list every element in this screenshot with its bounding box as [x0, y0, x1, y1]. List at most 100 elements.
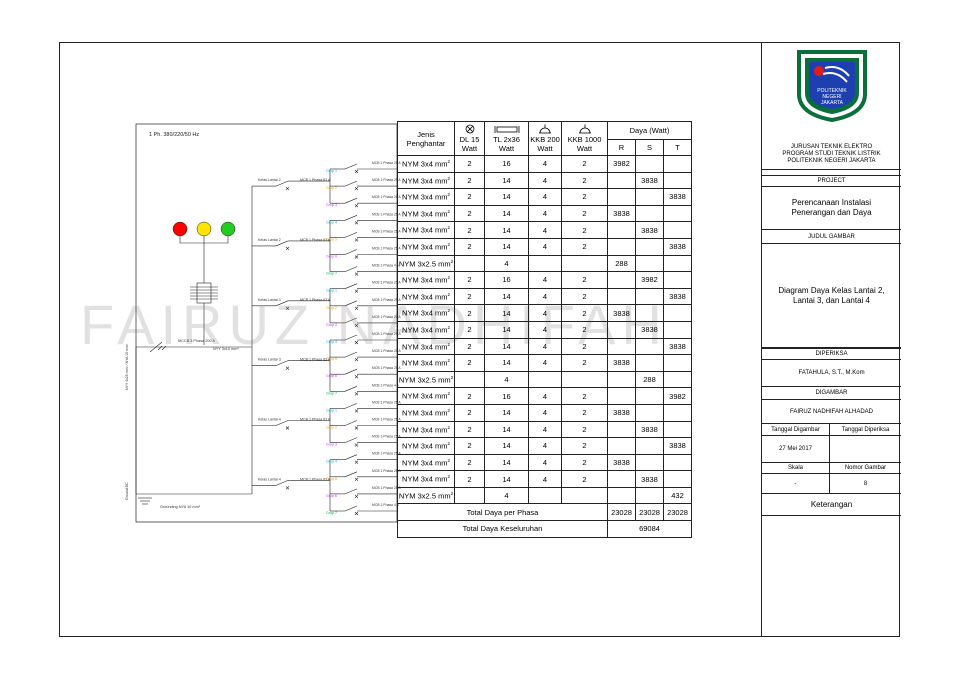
cell-s: [635, 337, 664, 356]
cell-s: [635, 453, 664, 472]
cell-kkb1000: 2: [561, 320, 608, 339]
cell-dl: 2: [454, 354, 485, 372]
cell-cable: NYM 3x4 mm2: [397, 271, 455, 289]
institution-line-2: PROGRAM STUDI TEKNIK LISTRIK: [782, 151, 881, 157]
cell-tl: 4: [484, 486, 529, 505]
cell-r: [607, 320, 636, 339]
superscript-2: 2: [447, 324, 450, 330]
cell-kkb1000: 2: [561, 155, 608, 173]
cell-dl: [454, 370, 485, 389]
polytechnic-logo: POLITEKNIK NEGERI JAKARTA: [796, 50, 867, 122]
cell-kkb200: 4: [528, 271, 562, 289]
branch-mcb-icon: [344, 215, 358, 221]
scale-labels-row: Skala Nomor Gambar: [762, 463, 901, 474]
branch-mcb-label: MCB 1 Phasa 25 A: [372, 229, 401, 233]
cable-type: NYM 3x4 mm: [402, 209, 448, 219]
breaker-cross: [354, 272, 359, 276]
breaker-cross: [354, 494, 359, 499]
branch-mcb-icon: [344, 437, 358, 443]
project-value: Perencanaan Instalasi Penerangan dan Day…: [762, 187, 901, 230]
cell-s: 288: [635, 370, 664, 389]
group-label: Grup 1: [326, 408, 337, 412]
group-label: Grup 1: [326, 289, 337, 293]
kelas-label: Kelas Lantai 4: [258, 418, 281, 422]
branch-mcb-label: MCB 1 Phasa 25 A: [372, 452, 401, 456]
cell-kkb200: 4: [528, 304, 562, 322]
cable-type: NYM 3x4 mm: [402, 441, 448, 451]
kelas-label: Kelas Lantai 3: [258, 358, 281, 362]
lamp-icon: [465, 124, 474, 134]
cell-t: [663, 254, 692, 273]
branch-mcb-icon: [344, 488, 358, 495]
cell-cable: NYM 3x2.5 mm2: [397, 254, 455, 273]
cell-tl: 16: [484, 155, 529, 173]
cell-r: [607, 271, 636, 289]
cell-tl: 14: [484, 204, 529, 223]
cell-tl: 16: [484, 271, 529, 289]
cell-dl: 2: [454, 403, 485, 422]
kelas-label: Kelas Lantai 2: [258, 238, 281, 242]
header-dl: DL 15 Watt: [454, 121, 485, 156]
panel-mcb-icon: [275, 420, 289, 426]
cell-tl: 14: [484, 337, 529, 356]
group-label: Grup 2: [326, 426, 337, 430]
cable-type: NYM 3x4 mm: [402, 458, 448, 468]
cell-kkb200: [528, 370, 562, 389]
header-kkb1000-label: KKB 1000 Watt: [567, 135, 602, 153]
cell-dl: 2: [454, 337, 485, 356]
branch-mcb-label: MCB 1 Phasa 25 A: [372, 332, 401, 336]
tgl-diperiksa-label: Tanggal Diperiksa: [841, 426, 890, 433]
breaker-cross: [354, 238, 359, 242]
header-kkb200: KKB 200 Watt: [528, 121, 562, 156]
cell-cable: NYM 3x4 mm2: [397, 287, 455, 306]
cell-kkb200: 4: [528, 337, 562, 356]
cell-t: 3838: [663, 437, 692, 455]
cell-kkb200: 4: [528, 204, 562, 223]
cable-type: NYM 3x2.5 mm: [398, 259, 451, 269]
project-label: PROJECT: [762, 175, 901, 187]
breaker-cross: [285, 366, 290, 370]
cell-kkb1000: 2: [561, 437, 608, 455]
branch-mcb-label: MCB 1 Phasa 4 A: [372, 503, 400, 507]
group-label: Grup 4: [326, 340, 337, 344]
cell-tl: 14: [484, 188, 529, 206]
cell-kkb1000: 2: [561, 420, 608, 439]
cell-r: [607, 370, 636, 389]
cell-s: 3838: [635, 420, 664, 439]
cell-cable: NYM 3x4 mm2: [397, 337, 455, 356]
cell-kkb1000: [561, 486, 608, 505]
panel-mcb-label: MCB 1 Phasa 63 A: [300, 358, 331, 362]
cell-s: [635, 354, 664, 372]
cable-type: NYM 3x4 mm: [402, 425, 448, 435]
group-label: Grup 5: [326, 357, 337, 361]
breaker-cross: [354, 289, 359, 293]
nomor-label: Nomor Gambar: [844, 465, 887, 471]
svg-text:JAKARTA: JAKARTA: [820, 100, 843, 106]
cell-kkb1000: 2: [561, 354, 608, 372]
branch-mcb-label: MCB 1 Phasa 25 A: [372, 161, 401, 165]
group-label: Grup 6: [326, 255, 337, 259]
header-cable: Jenis Penghantar: [397, 121, 455, 156]
cell-kkb200: 4: [528, 287, 562, 306]
vertical-cable-label: NYY 4x25 mm² / NYA 10 mm²: [125, 343, 129, 390]
cell-t: [663, 420, 692, 439]
branch-mcb-icon: [344, 163, 358, 170]
group-label: Grup 3: [326, 443, 337, 447]
breaker-cross: [285, 426, 290, 430]
branch-mcb-label: MCB 1 Phasa 25 A: [372, 349, 401, 353]
cell-dl: 2: [454, 155, 485, 173]
cable-type: NYM 3x4 mm: [402, 292, 448, 302]
cell-kkb1000: [561, 254, 608, 273]
skala-label: Skala: [762, 463, 830, 473]
breaker-cross: [285, 486, 290, 490]
cell-r: 3982: [607, 155, 636, 173]
breaker-cross: [354, 460, 359, 464]
institution-block: POLITEKNIK NEGERI JAKARTA JURUSAN TEKNIK…: [762, 42, 901, 170]
panel-mcb-label: MCB 1 Phasa 63 A: [300, 178, 331, 182]
cell-tl: 14: [484, 237, 529, 256]
